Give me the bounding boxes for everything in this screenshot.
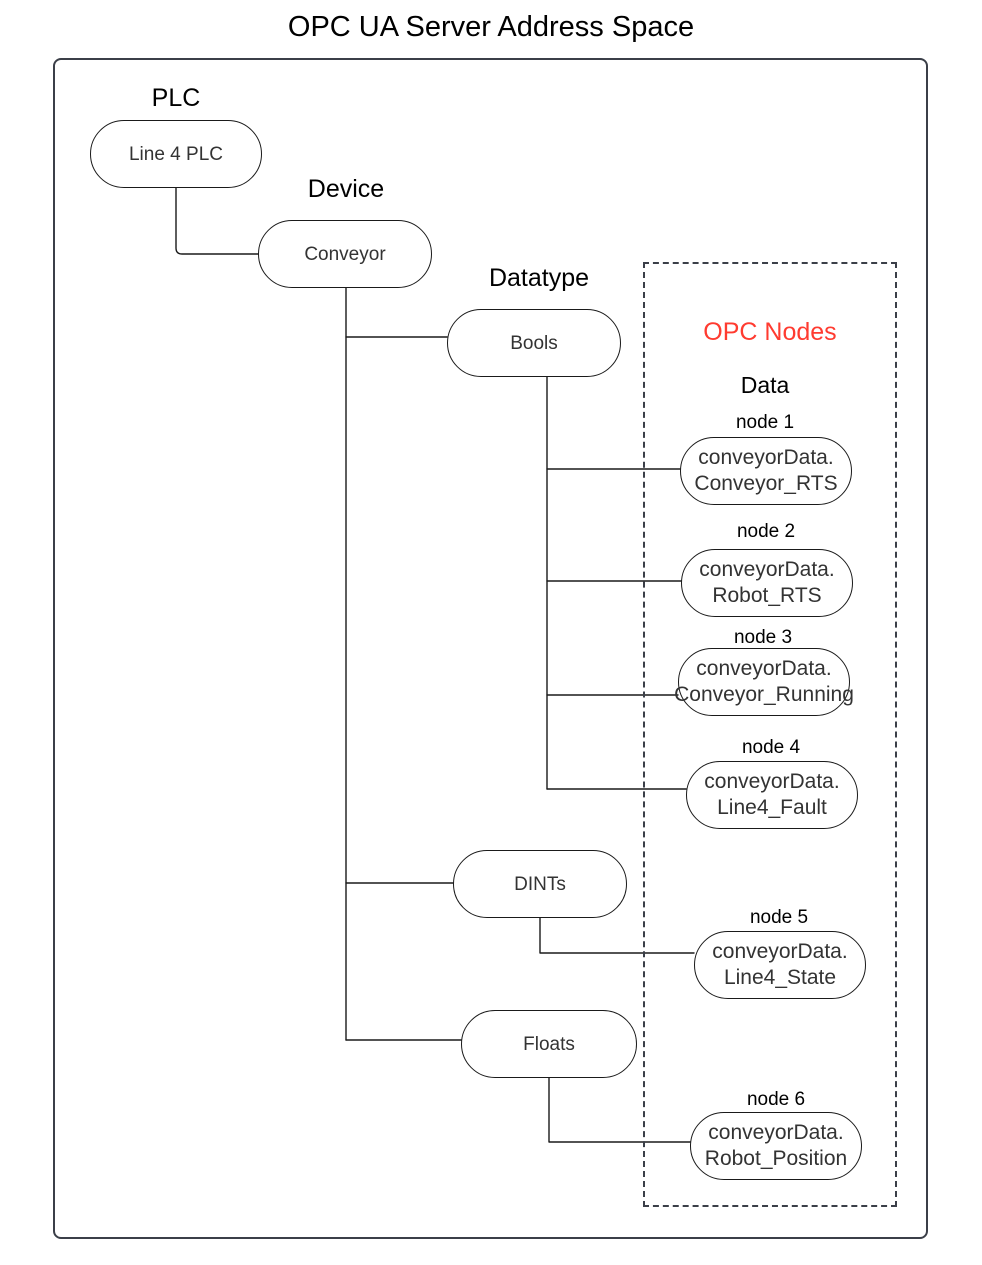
opc-node-5-line2: Line4_State xyxy=(723,966,837,989)
opc-node-1-label: conveyorData. Conveyor_RTS xyxy=(694,445,837,497)
node-datatype-bools-label: Bools xyxy=(510,332,558,354)
node-datatype-dints-label: DINTs xyxy=(514,873,566,895)
opc-node-4-line2: Line4_Fault xyxy=(717,796,827,819)
opc-node-2-line2: Robot_RTS xyxy=(712,584,822,607)
opc-node-6[interactable]: conveyorData. Robot_Position xyxy=(690,1112,862,1180)
opc-node-4[interactable]: conveyorData. Line4_Fault xyxy=(686,761,858,829)
opc-node-2-line1: conveyorData. xyxy=(699,558,835,581)
opc-node-5-line1: conveyorData. xyxy=(712,940,848,963)
node-datatype-floats-label: Floats xyxy=(523,1033,575,1055)
opc-node-2-label: conveyorData. Robot_RTS xyxy=(699,557,834,609)
caption-data: Data xyxy=(740,372,790,398)
node-datatype-dints[interactable]: DINTs xyxy=(453,850,627,918)
node-datatype-floats[interactable]: Floats xyxy=(461,1010,637,1078)
node-datatype-bools[interactable]: Bools xyxy=(447,309,621,377)
opc-node-1-line2: Conveyor_RTS xyxy=(694,472,838,495)
opc-node-5[interactable]: conveyorData. Line4_State xyxy=(694,931,866,999)
caption-datatype: Datatype xyxy=(488,264,590,292)
caption-opc-nodes: OPC Nodes xyxy=(703,318,837,346)
node-conveyor-label: Conveyor xyxy=(304,243,386,265)
page-title: OPC UA Server Address Space xyxy=(287,11,695,43)
opc-node-6-label: conveyorData. Robot_Position xyxy=(705,1120,847,1172)
opc-node-6-line1: conveyorData. xyxy=(708,1121,844,1144)
caption-node-1: node 1 xyxy=(735,412,795,433)
opc-node-3[interactable]: conveyorData. Conveyor_Running xyxy=(674,648,854,716)
caption-node-4: node 4 xyxy=(741,737,801,758)
caption-device: Device xyxy=(307,175,385,203)
opc-node-3-line1: conveyorData. xyxy=(696,657,832,680)
server-address-space-frame xyxy=(53,58,928,1239)
opc-node-3-line2: Conveyor_Running xyxy=(674,683,854,706)
opc-nodes-group-frame xyxy=(643,262,897,1207)
opc-node-5-label: conveyorData. Line4_State xyxy=(712,939,847,991)
opc-node-4-label: conveyorData. Line4_Fault xyxy=(704,769,839,821)
opc-node-4-line1: conveyorData. xyxy=(704,770,840,793)
opc-node-2[interactable]: conveyorData. Robot_RTS xyxy=(681,549,853,617)
caption-node-3: node 3 xyxy=(733,627,793,648)
caption-plc: PLC xyxy=(151,84,201,112)
opc-node-6-line2: Robot_Position xyxy=(704,1147,848,1170)
node-conveyor[interactable]: Conveyor xyxy=(258,220,432,288)
caption-node-5: node 5 xyxy=(749,907,809,928)
opc-node-1[interactable]: conveyorData. Conveyor_RTS xyxy=(680,437,852,505)
node-line4-plc[interactable]: Line 4 PLC xyxy=(90,120,262,188)
node-line4-plc-label: Line 4 PLC xyxy=(128,143,223,165)
opc-node-1-line1: conveyorData. xyxy=(698,446,834,469)
opc-node-3-label: conveyorData. Conveyor_Running xyxy=(674,656,854,708)
caption-node-2: node 2 xyxy=(736,521,796,542)
caption-node-6: node 6 xyxy=(746,1089,806,1110)
